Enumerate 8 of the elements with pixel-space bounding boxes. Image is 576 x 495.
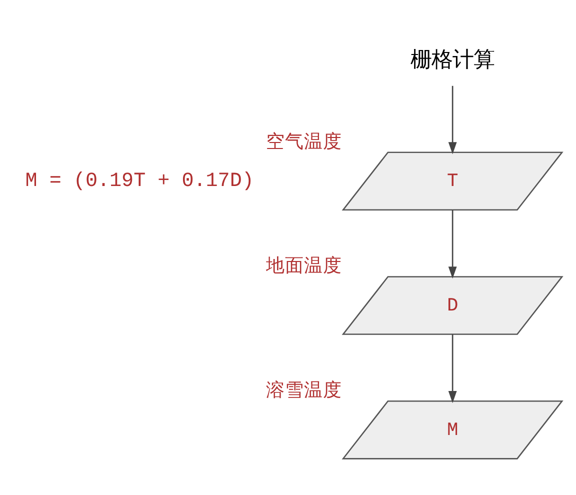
arrow [448,85,457,154]
label: M = (0.19T + 0.17D) [25,169,254,192]
arrow [448,210,457,278]
node-label: 地面温度 [266,255,342,278]
arrow [448,334,457,403]
node-text: 栅格计算 [410,47,495,72]
node-label: 溶雪温度 [266,380,342,402]
node-label: 空气温度 [266,130,342,153]
